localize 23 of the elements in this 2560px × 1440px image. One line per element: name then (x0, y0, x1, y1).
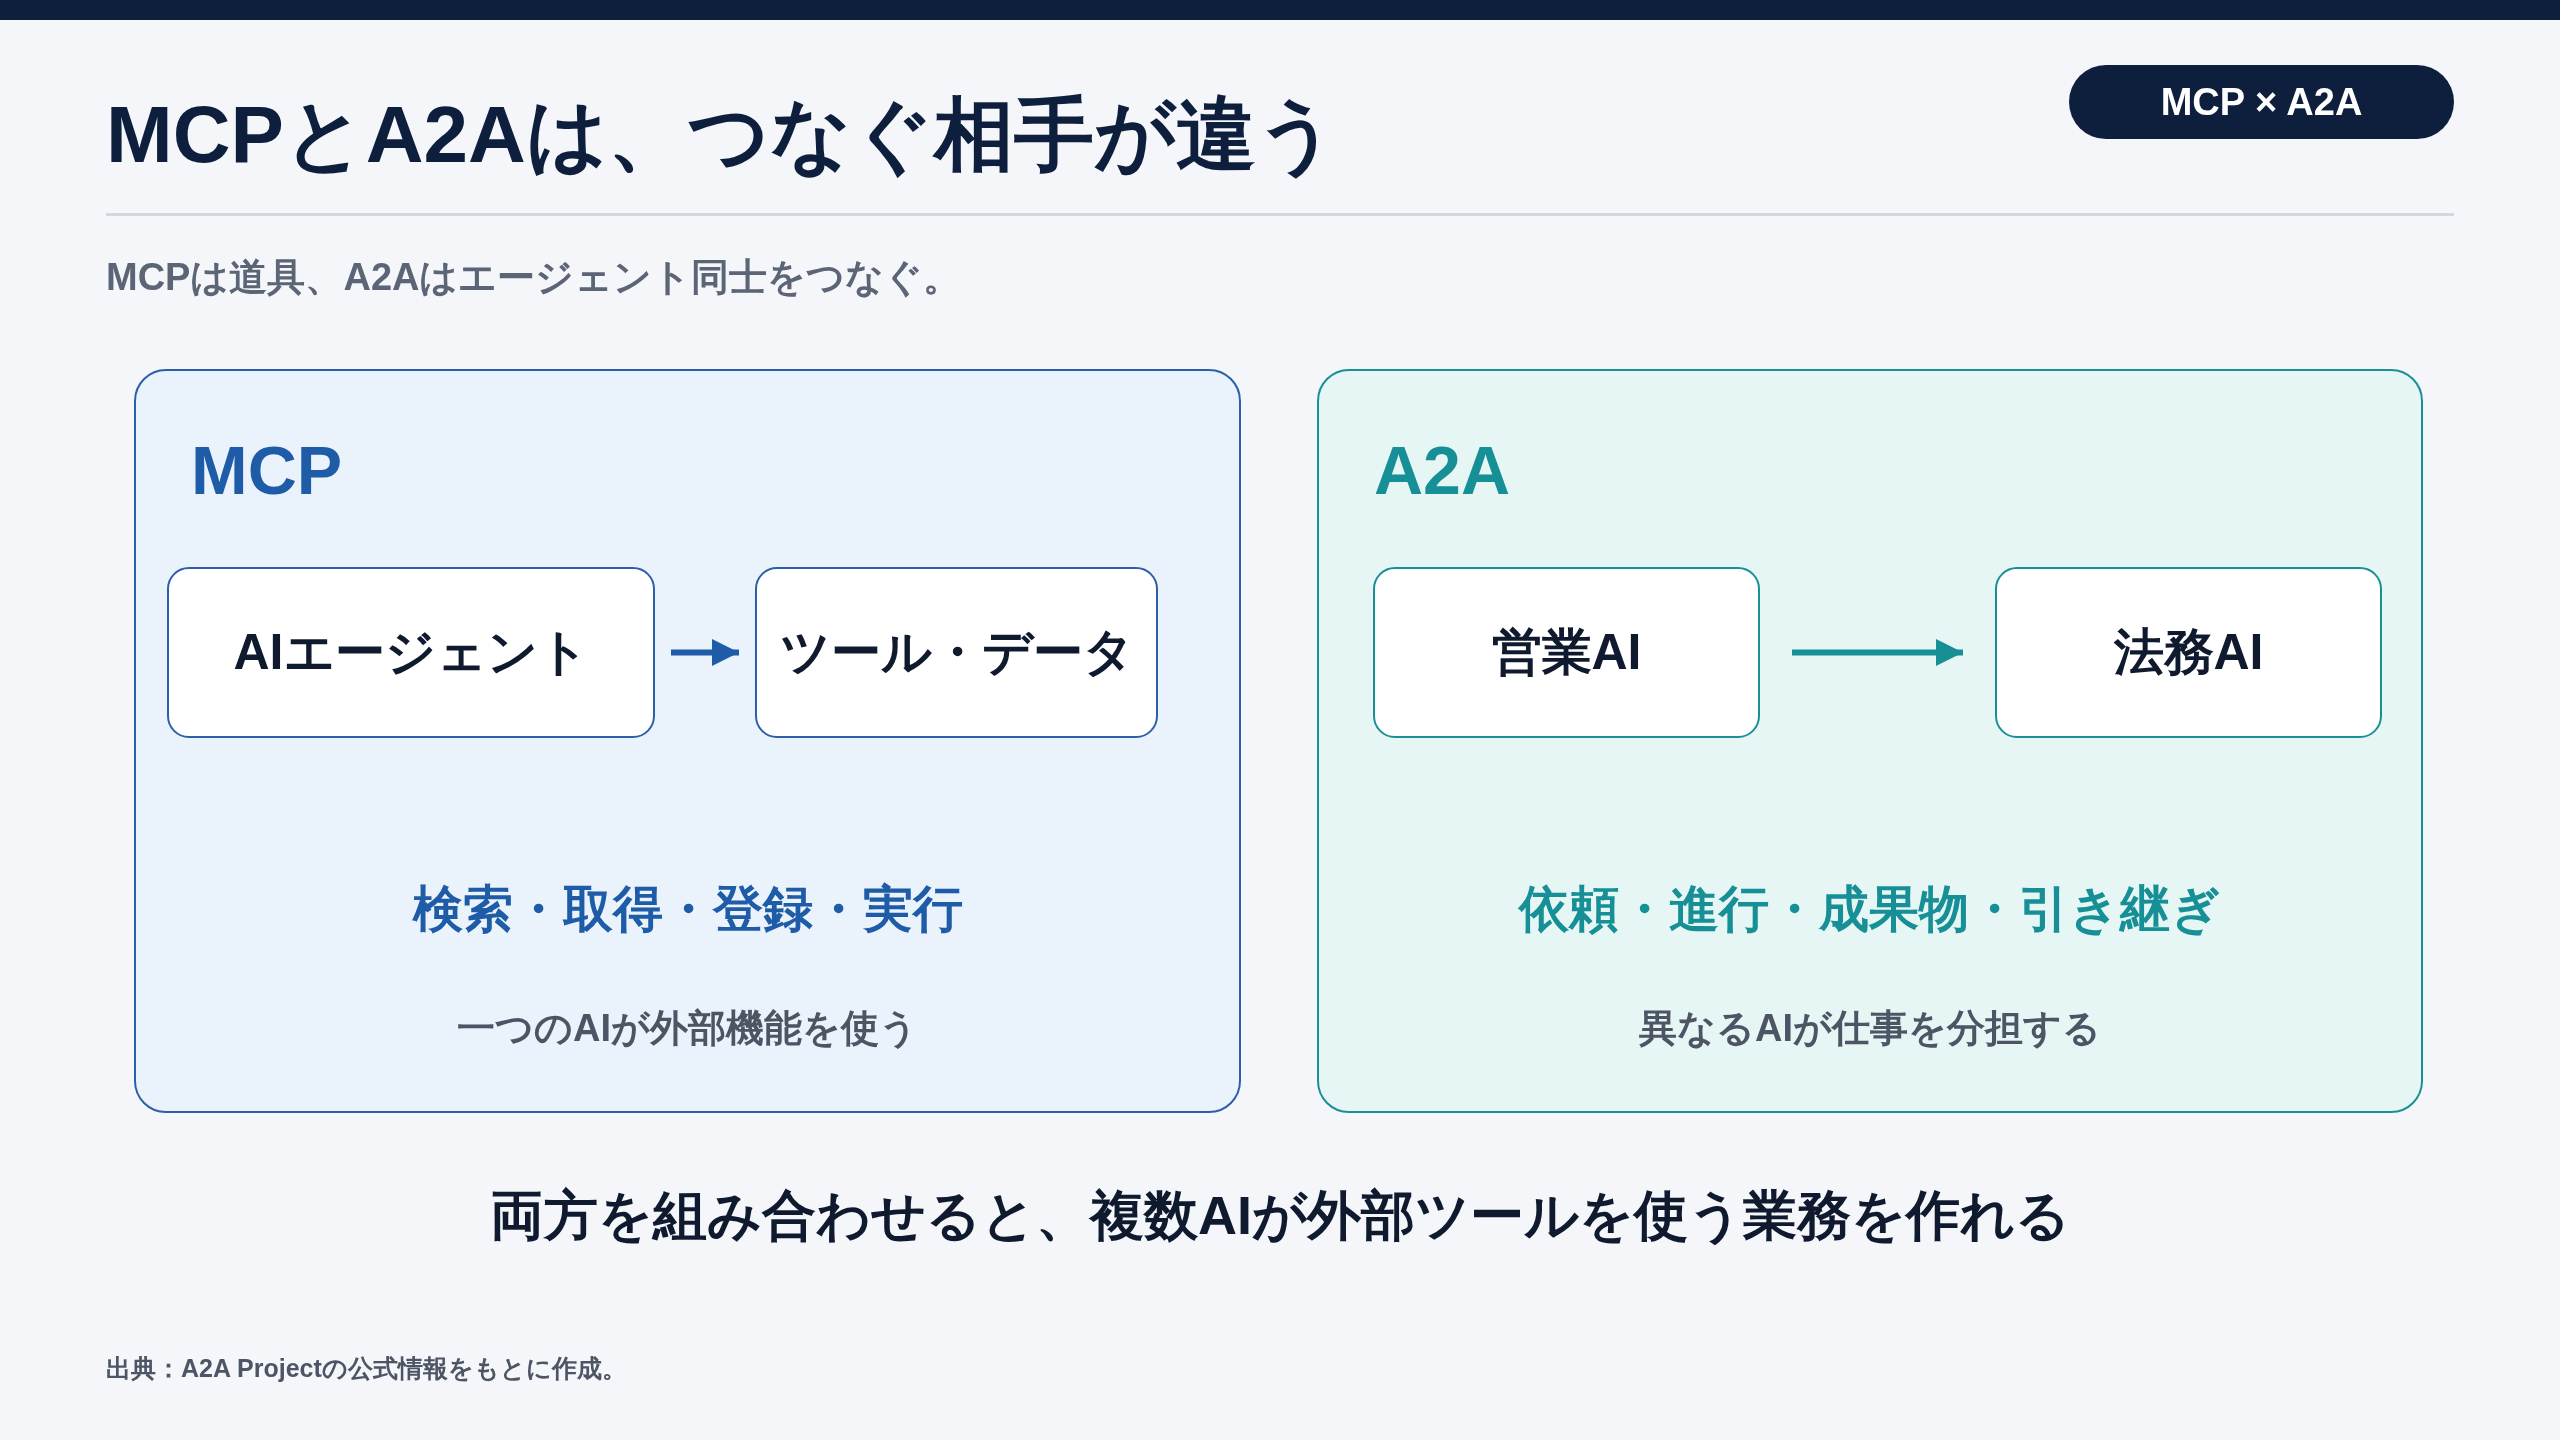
title: MCPとA2Aは、つなぐ相手が違う (106, 89, 1338, 181)
node-label: 法務AI (2113, 623, 2264, 682)
panel-heading: A2A (1374, 431, 1511, 509)
header-badge: MCP × A2A (2069, 65, 2454, 139)
panel-heading: MCP (191, 431, 343, 509)
arrow (1792, 639, 1963, 666)
panel (134, 369, 1241, 1113)
summary-text: 両方を組み合わせると、複数AIが外部ツールを使う業務を作れる (489, 1184, 2071, 1247)
panel-description: 一つのAIが外部機能を使う (456, 1006, 919, 1051)
node-label: AIエージェント (233, 623, 589, 682)
node-label: ツール・データ (779, 623, 1134, 682)
keyword-list: 依頼・進行・成果物・引き継ぎ (1319, 876, 2421, 943)
panel (1317, 369, 2423, 1113)
panel-description: 異なるAIが仕事を分担する (1638, 1006, 2102, 1051)
node-label: 営業AI (1491, 623, 1642, 682)
node-box (1373, 567, 1760, 738)
node-box (1995, 567, 2382, 738)
arrow (671, 639, 739, 666)
node-box (755, 567, 1158, 738)
source-note: 出典：A2A Projectの公式情報をもとに作成。 (106, 1353, 627, 1384)
node-box (167, 567, 655, 738)
keyword-list: 検索・取得・登録・実行 (136, 876, 1239, 943)
subtitle: MCPは道具、A2Aはエージェント同士をつなぐ。 (106, 255, 962, 300)
